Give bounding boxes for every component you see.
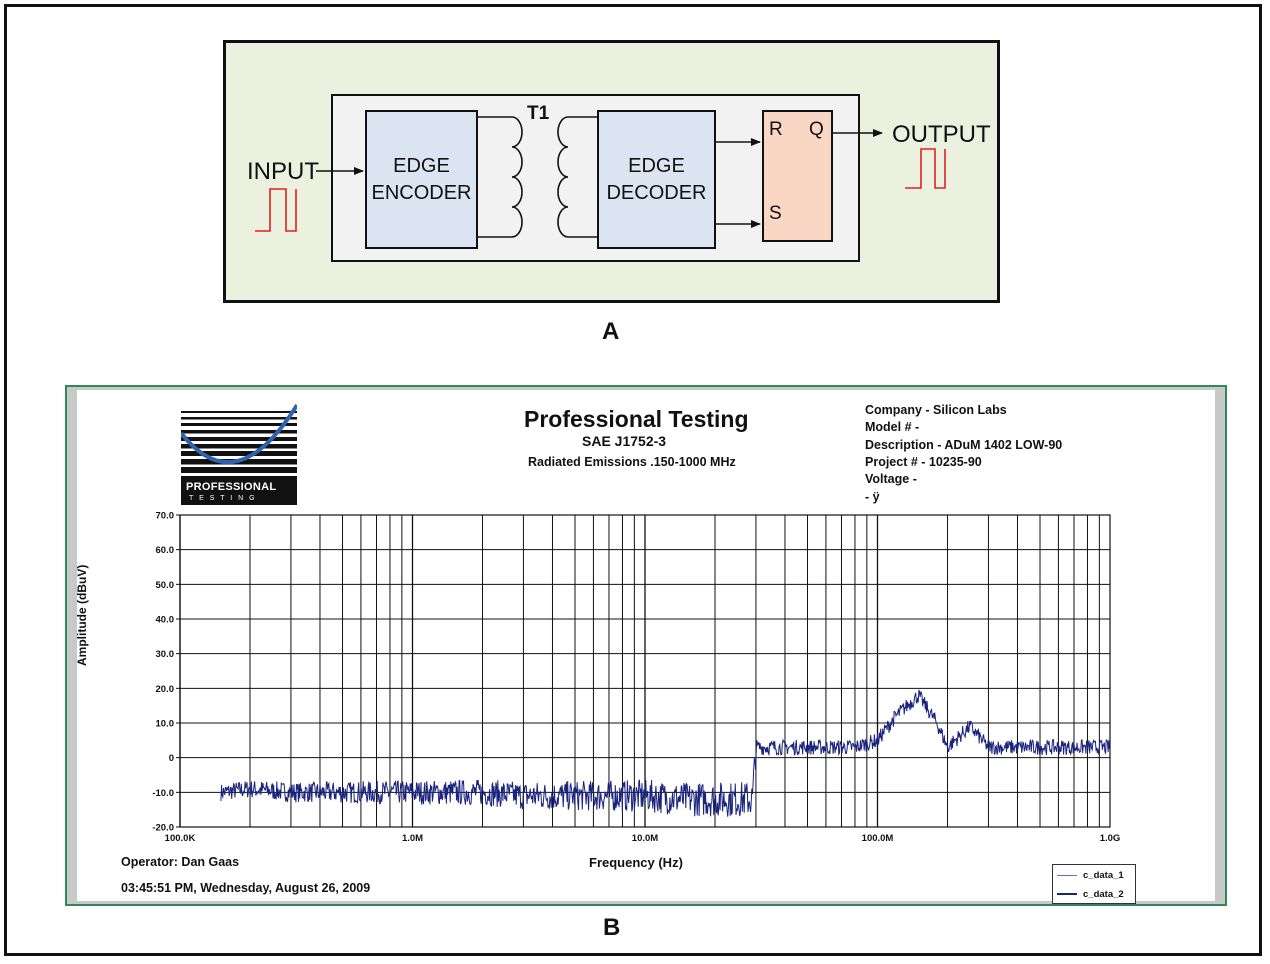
- y-tick-label: 70.0: [156, 511, 175, 522]
- output-label: OUTPUT: [892, 121, 991, 148]
- legend-label-1: c_data_1: [1083, 870, 1124, 881]
- encoder-line-2: ENCODER: [371, 181, 472, 204]
- diagram-wiring: [255, 116, 946, 238]
- encoder-line-1: EDGE: [393, 154, 450, 177]
- edge-encoder-block: EDGE ENCODER: [365, 110, 478, 249]
- report-standard: SAE J1752-3: [582, 433, 667, 449]
- logo-word-1: PROFESSIONAL: [186, 481, 277, 493]
- report-title: Professional Testing: [524, 406, 749, 432]
- report-test-name: Radiated Emissions .150-1000 MHz: [528, 455, 736, 469]
- y-tick-label: 60.0: [156, 545, 175, 556]
- figure-frame: [4, 4, 1262, 956]
- x-tick-label: 10.0M: [632, 833, 658, 844]
- info-project: Project # - 10235-90: [865, 455, 982, 469]
- output-pulse-icon: [905, 148, 946, 189]
- legend-swatch-1: [1057, 874, 1077, 876]
- secondary-winding: [557, 116, 597, 238]
- y-tick-label: -20.0: [152, 823, 174, 834]
- legend-item-2: c_data_2: [1057, 889, 1124, 900]
- rs-latch-block: [762, 110, 833, 242]
- legend-label-2: c_data_2: [1083, 889, 1124, 900]
- legend-swatch-2: [1057, 893, 1077, 896]
- y-tick-label: 40.0: [156, 615, 175, 626]
- edge-decoder-block: EDGE DECODER: [597, 110, 716, 249]
- y-axis-label: Amplitude (dBuV): [75, 564, 89, 666]
- decoder-line-2: DECODER: [606, 181, 707, 204]
- panel-a-tag: A: [602, 318, 620, 345]
- legend-item-1: c_data_1: [1057, 870, 1124, 881]
- x-tick-label: 1.0M: [402, 833, 423, 844]
- x-tick-label: 100.0K: [165, 833, 196, 844]
- x-tick-label: 100.0M: [862, 833, 894, 844]
- y-tick-label: 10.0: [156, 719, 175, 730]
- y-tick-label: 50.0: [156, 580, 175, 591]
- info-extra: - ÿ: [865, 490, 880, 504]
- input-label: INPUT: [247, 158, 319, 185]
- decoder-line-1: EDGE: [628, 154, 685, 177]
- info-company: Company - Silicon Labs: [865, 403, 1007, 417]
- x-axis-label: Frequency (Hz): [589, 855, 683, 870]
- logo-word-2: T E S T I N G: [189, 495, 257, 502]
- panel-b-tag: B: [603, 914, 621, 941]
- info-model: Model # -: [865, 420, 920, 434]
- operator-text: Operator: Dan Gaas: [121, 855, 240, 869]
- latch-r-pin: R: [769, 119, 783, 140]
- professional-testing-logo: PROFESSIONAL T E S T I N G: [181, 403, 297, 505]
- y-tick-label: -10.0: [152, 788, 174, 799]
- y-tick-label: 30.0: [156, 649, 175, 660]
- timestamp-text: 03:45:51 PM, Wednesday, August 26, 2009: [121, 881, 371, 895]
- emissions-chart: 70.060.050.040.030.020.010.00-10.0-20.01…: [152, 511, 1121, 845]
- info-voltage: Voltage -: [865, 472, 917, 486]
- primary-winding: [478, 116, 523, 238]
- info-description: Description - ADuM 1402 LOW-90: [865, 438, 1063, 452]
- latch-q-pin: Q: [809, 119, 824, 140]
- series-c-data-2-line: [220, 689, 1111, 817]
- input-pulse-icon: [255, 188, 297, 232]
- transformer-label: T1: [527, 103, 550, 124]
- chart-legend: c_data_1 c_data_2: [1052, 864, 1136, 904]
- latch-s-pin: S: [769, 203, 782, 224]
- y-tick-label: 0: [169, 753, 174, 764]
- y-tick-label: 20.0: [156, 684, 175, 695]
- x-tick-label: 1.0G: [1100, 833, 1121, 844]
